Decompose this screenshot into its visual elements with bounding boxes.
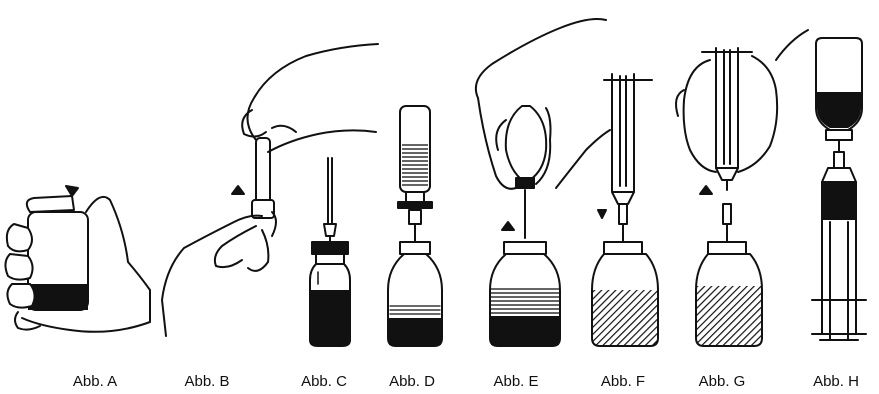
panel-d-illustration	[388, 106, 442, 346]
caption-abb-f: Abb. F	[601, 373, 645, 390]
panel-c-illustration	[310, 158, 350, 346]
hand-pulling-syringe-icon	[676, 30, 808, 346]
syringe-pushing-down-icon	[592, 74, 658, 346]
panel-e-illustration	[476, 19, 610, 346]
panel-g-illustration	[676, 30, 808, 346]
caption-abb-h: Abb. H	[813, 373, 859, 390]
caption-abb-c: Abb. C	[301, 373, 347, 390]
panel-a-illustration	[5, 186, 150, 332]
inverted-vial-syringe-icon	[812, 38, 866, 340]
panel-h-illustration	[812, 38, 866, 340]
caption-abb-a: Abb. A	[73, 373, 117, 390]
caption-abb-g: Abb. G	[699, 373, 746, 390]
hand-squeezing-ampoule-icon	[476, 19, 610, 346]
syringe-in-vial-icon	[310, 158, 350, 346]
caption-abb-e: Abb. E	[493, 373, 538, 390]
caption-abb-b: Abb. B	[184, 373, 229, 390]
hand-holding-vial-icon	[5, 186, 150, 332]
caption-abb-d: Abb. D	[389, 373, 435, 390]
cartridge-on-vial-icon	[388, 106, 442, 346]
panel-f-illustration	[592, 74, 658, 346]
captions: Abb. A Abb. B Abb. C Abb. D Abb. E Abb. …	[73, 373, 859, 390]
